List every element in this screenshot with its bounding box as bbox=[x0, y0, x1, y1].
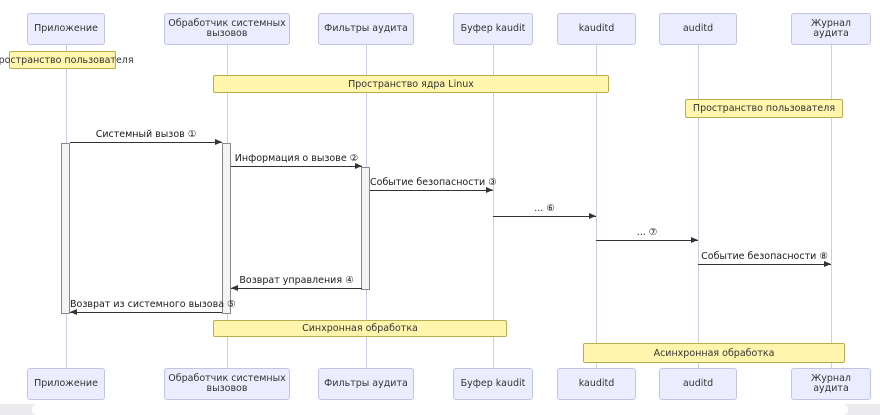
message-label: Системный вызов ① bbox=[95, 129, 197, 140]
participant-syscall-top: Обработчик системных вызовов bbox=[164, 13, 290, 45]
participant-label: auditd bbox=[682, 22, 714, 34]
lifeline-journal bbox=[831, 45, 832, 368]
participant-label: Приложение bbox=[34, 22, 98, 34]
note-user-space-left: Пространство пользователя bbox=[0, 51, 134, 69]
message-label: Возврат из системного вызова ⑤ bbox=[70, 299, 236, 310]
participant-label: Буфер kaudit bbox=[460, 377, 526, 389]
participant-label: Буфер kaudit bbox=[460, 22, 526, 34]
horizontal-scrollbar-track bbox=[0, 404, 880, 415]
participant-label: Журнал аудита bbox=[811, 372, 851, 394]
message-label: Событие безопасности ③ bbox=[370, 177, 497, 188]
message-label: Возврат управления ④ bbox=[239, 275, 354, 286]
participant-label: auditd bbox=[682, 377, 714, 389]
participant-app-bottom: Приложение bbox=[27, 368, 105, 400]
participant-app-top: Приложение bbox=[27, 13, 105, 45]
horizontal-scrollbar-thumb[interactable] bbox=[32, 404, 848, 415]
message-dots-6: ... ⑥ bbox=[493, 199, 596, 219]
participant-label: kauditd bbox=[578, 377, 615, 389]
message-label: ... ⑥ bbox=[534, 203, 555, 214]
lifeline-buffer bbox=[493, 45, 494, 368]
participant-buffer-top: Буфер kaudit bbox=[453, 13, 533, 45]
arrow-left-icon bbox=[70, 309, 222, 315]
arrow-right-icon bbox=[493, 213, 596, 219]
message-return-control: Возврат управления ④ bbox=[231, 271, 362, 291]
participant-label: Приложение bbox=[34, 377, 98, 389]
message-security-event-3: Событие безопасности ③ bbox=[370, 173, 497, 193]
activation-filters bbox=[361, 167, 370, 290]
message-dots-7: ... ⑦ bbox=[596, 223, 698, 243]
message-syscall: Системный вызов ① bbox=[70, 125, 222, 145]
arrow-right-icon bbox=[596, 237, 698, 243]
note-label: Пространство пользователя bbox=[0, 54, 134, 66]
participant-filters-bottom: Фильтры аудита bbox=[318, 368, 414, 400]
note-label: Асинхронная обработка bbox=[653, 347, 775, 359]
participant-label: Обработчик системных вызовов bbox=[168, 372, 286, 394]
participant-syscall-bottom: Обработчик системных вызовов bbox=[164, 368, 290, 400]
participant-label: Журнал аудита bbox=[811, 17, 851, 39]
note-label: Синхронная обработка bbox=[302, 323, 418, 334]
arrow-right-icon bbox=[231, 163, 362, 169]
message-return-syscall: Возврат из системного вызова ⑤ bbox=[70, 295, 236, 315]
message-label: ... ⑦ bbox=[636, 227, 658, 238]
participant-label: kauditd bbox=[578, 22, 615, 34]
note-label: Пространство пользователя bbox=[692, 103, 836, 114]
participant-journal-top: Журнал аудита bbox=[791, 13, 871, 45]
arrow-right-icon bbox=[698, 261, 831, 267]
arrow-right-icon bbox=[70, 139, 222, 145]
participant-journal-bottom: Журнал аудита bbox=[791, 368, 871, 400]
participant-auditd-top: auditd bbox=[659, 13, 737, 45]
participant-buffer-bottom: Буфер kaudit bbox=[453, 368, 533, 400]
arrow-left-icon bbox=[231, 285, 362, 291]
lifeline-auditd bbox=[698, 45, 699, 368]
note-label: Пространство ядра Linux bbox=[348, 78, 474, 90]
participant-kauditd-top: kauditd bbox=[557, 13, 636, 45]
participant-filters-top: Фильтры аудита bbox=[318, 13, 414, 45]
message-label: Информация о вызове ② bbox=[234, 153, 359, 164]
participant-label: Обработчик системных вызовов bbox=[168, 17, 286, 39]
message-label: Событие безопасности ⑧ bbox=[701, 251, 828, 262]
activation-app bbox=[61, 143, 70, 314]
activation-syscall bbox=[222, 143, 231, 314]
note-user-space-right: Пространство пользователя bbox=[685, 99, 843, 118]
message-call-info: Информация о вызове ② bbox=[231, 149, 362, 169]
note-async-processing: Асинхронная обработка bbox=[583, 343, 845, 363]
note-kernel-space: Пространство ядра Linux bbox=[213, 75, 609, 93]
participant-label: Фильтры аудита bbox=[324, 377, 408, 389]
note-sync-processing: Синхронная обработка bbox=[213, 320, 507, 337]
participant-auditd-bottom: auditd bbox=[659, 368, 737, 400]
arrow-right-icon bbox=[370, 187, 493, 193]
lifeline-kauditd bbox=[596, 45, 597, 368]
message-security-event-8: Событие безопасности ⑧ bbox=[698, 247, 831, 267]
participant-kauditd-bottom: kauditd bbox=[557, 368, 636, 400]
participant-label: Фильтры аудита bbox=[324, 22, 408, 34]
